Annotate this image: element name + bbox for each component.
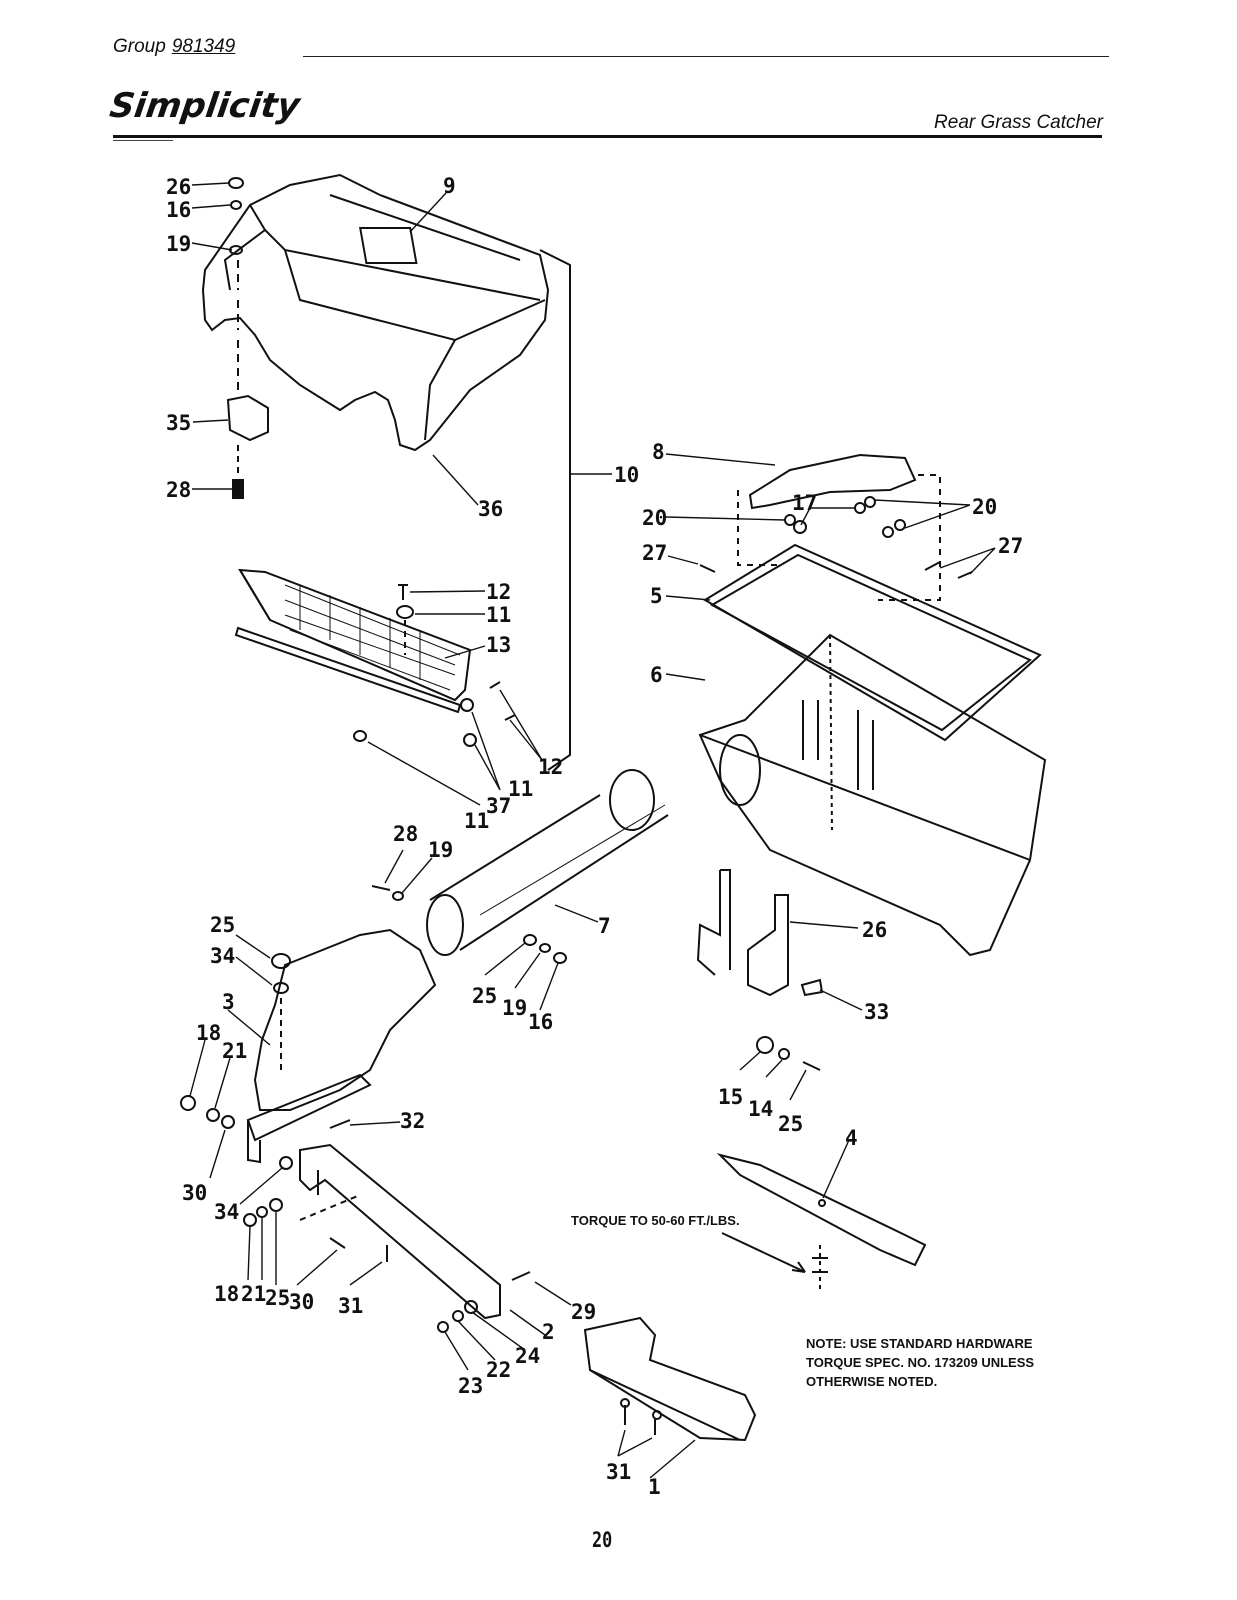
callout-label: 16 [528, 1010, 553, 1034]
group-number: 981349 [171, 36, 236, 57]
screen-part [234, 568, 472, 714]
torque-arrow [721, 1232, 806, 1273]
callout-label: 27 [642, 541, 667, 565]
blade-bolt [812, 1245, 828, 1290]
callout-label: 7 [598, 914, 611, 938]
callout-label: 17 [792, 491, 817, 515]
callout-label: 18 [196, 1021, 221, 1045]
callout-label: 33 [864, 1000, 889, 1024]
hanger-hardware [756, 978, 824, 1071]
callout-label: 28 [166, 478, 191, 502]
callout-label: 35 [166, 411, 191, 435]
callout-label: 14 [748, 1097, 773, 1121]
callout-label: 25 [210, 913, 235, 937]
callout-label: 22 [486, 1358, 511, 1382]
callout-label: 6 [650, 663, 663, 687]
callout-label: 26 [862, 918, 887, 942]
callout-label: 31 [338, 1294, 363, 1318]
mower-blade-part [716, 1153, 927, 1267]
callout-label: 30 [289, 1290, 314, 1314]
callout-label: 19 [166, 232, 191, 256]
callout-label: 12 [538, 755, 563, 779]
assembly-bracket-10 [539, 249, 571, 771]
bracket-hardware [243, 1198, 531, 1333]
hardware-note: NOTE: USE STANDARD HARDWARE TORQUE SPEC.… [806, 1334, 1096, 1391]
callout-label: 16 [166, 198, 191, 222]
discharge-tube-part [426, 769, 669, 956]
deflector-hardware [620, 1398, 662, 1435]
chute-hardware [180, 953, 351, 1170]
callout-label: 19 [428, 838, 453, 862]
callout-label: 24 [515, 1344, 540, 1368]
callout-label: 36 [478, 497, 503, 521]
callout-label: 15 [718, 1085, 743, 1109]
upper-bracket-part [737, 453, 941, 601]
torque-label: TORQUE TO 50-60 FT./LBS. [571, 1213, 740, 1228]
callout-label: 20 [972, 495, 997, 519]
callout-label: 11 [508, 777, 533, 801]
callout-label: 30 [182, 1181, 207, 1205]
header-rule-top [303, 56, 1109, 57]
callout-label: 25 [778, 1112, 803, 1136]
bag-frame-part [703, 543, 1042, 742]
callout-label: 29 [571, 1300, 596, 1324]
callout-label: 37 [486, 794, 511, 818]
note-line: TORQUE SPEC. NO. 173209 UNLESS [806, 1355, 1035, 1370]
callout-label: 12 [486, 580, 511, 604]
callout-label: 2 [542, 1320, 555, 1344]
callout-label: 13 [486, 633, 511, 657]
grass-bag-part [698, 633, 1047, 957]
callout-label: 4 [845, 1126, 858, 1150]
callout-label: 28 [393, 822, 418, 846]
leader-lines [189, 182, 996, 1479]
note-line: OTHERWISE NOTED. [806, 1374, 938, 1389]
callout-label: 19 [502, 996, 527, 1020]
tube-hardware [371, 885, 567, 964]
hood-cover-part [201, 173, 550, 452]
group-label-text: Group [113, 36, 166, 57]
callout-label: 21 [222, 1039, 247, 1063]
callout-label: 8 [652, 440, 665, 464]
callout-label: 31 [606, 1460, 631, 1484]
callout-label: 34 [214, 1200, 239, 1224]
torque-arrowhead [791, 1261, 806, 1273]
callout-label: 11 [486, 603, 511, 627]
callout-label: 21 [241, 1282, 266, 1306]
callout-label: 26 [166, 175, 191, 199]
callout-label: 11 [464, 809, 489, 833]
callout-label: 25 [265, 1286, 290, 1310]
callout-label: 9 [443, 174, 456, 198]
callout-label: 10 [614, 463, 639, 487]
header-rule-under [113, 140, 173, 141]
page-number: 20 [592, 1528, 613, 1552]
callout-numbers: 26 16 19 9 35 28 36 10 8 20 17 20 27 27 … [166, 174, 1023, 1499]
callout-label: 3 [222, 990, 235, 1014]
callout-label: 23 [458, 1374, 483, 1398]
hanger-bracket-part [696, 869, 789, 997]
header-rule-thick [113, 135, 1102, 138]
callout-label: 27 [998, 534, 1023, 558]
callout-label: 20 [642, 506, 667, 530]
mount-bracket-part [299, 1143, 501, 1320]
callout-label: 18 [214, 1282, 239, 1306]
section-title: Rear Grass Catcher [934, 112, 1103, 133]
callout-label: 5 [650, 584, 663, 608]
callout-label: 34 [210, 944, 235, 968]
callout-label: 32 [400, 1109, 425, 1133]
chute-part [246, 928, 437, 1164]
note-line: NOTE: USE STANDARD HARDWARE [806, 1336, 1033, 1351]
callout-label: 1 [648, 1475, 661, 1499]
screen-hardware [353, 584, 516, 747]
deflector-part [583, 1316, 757, 1442]
callout-label: 25 [472, 984, 497, 1008]
